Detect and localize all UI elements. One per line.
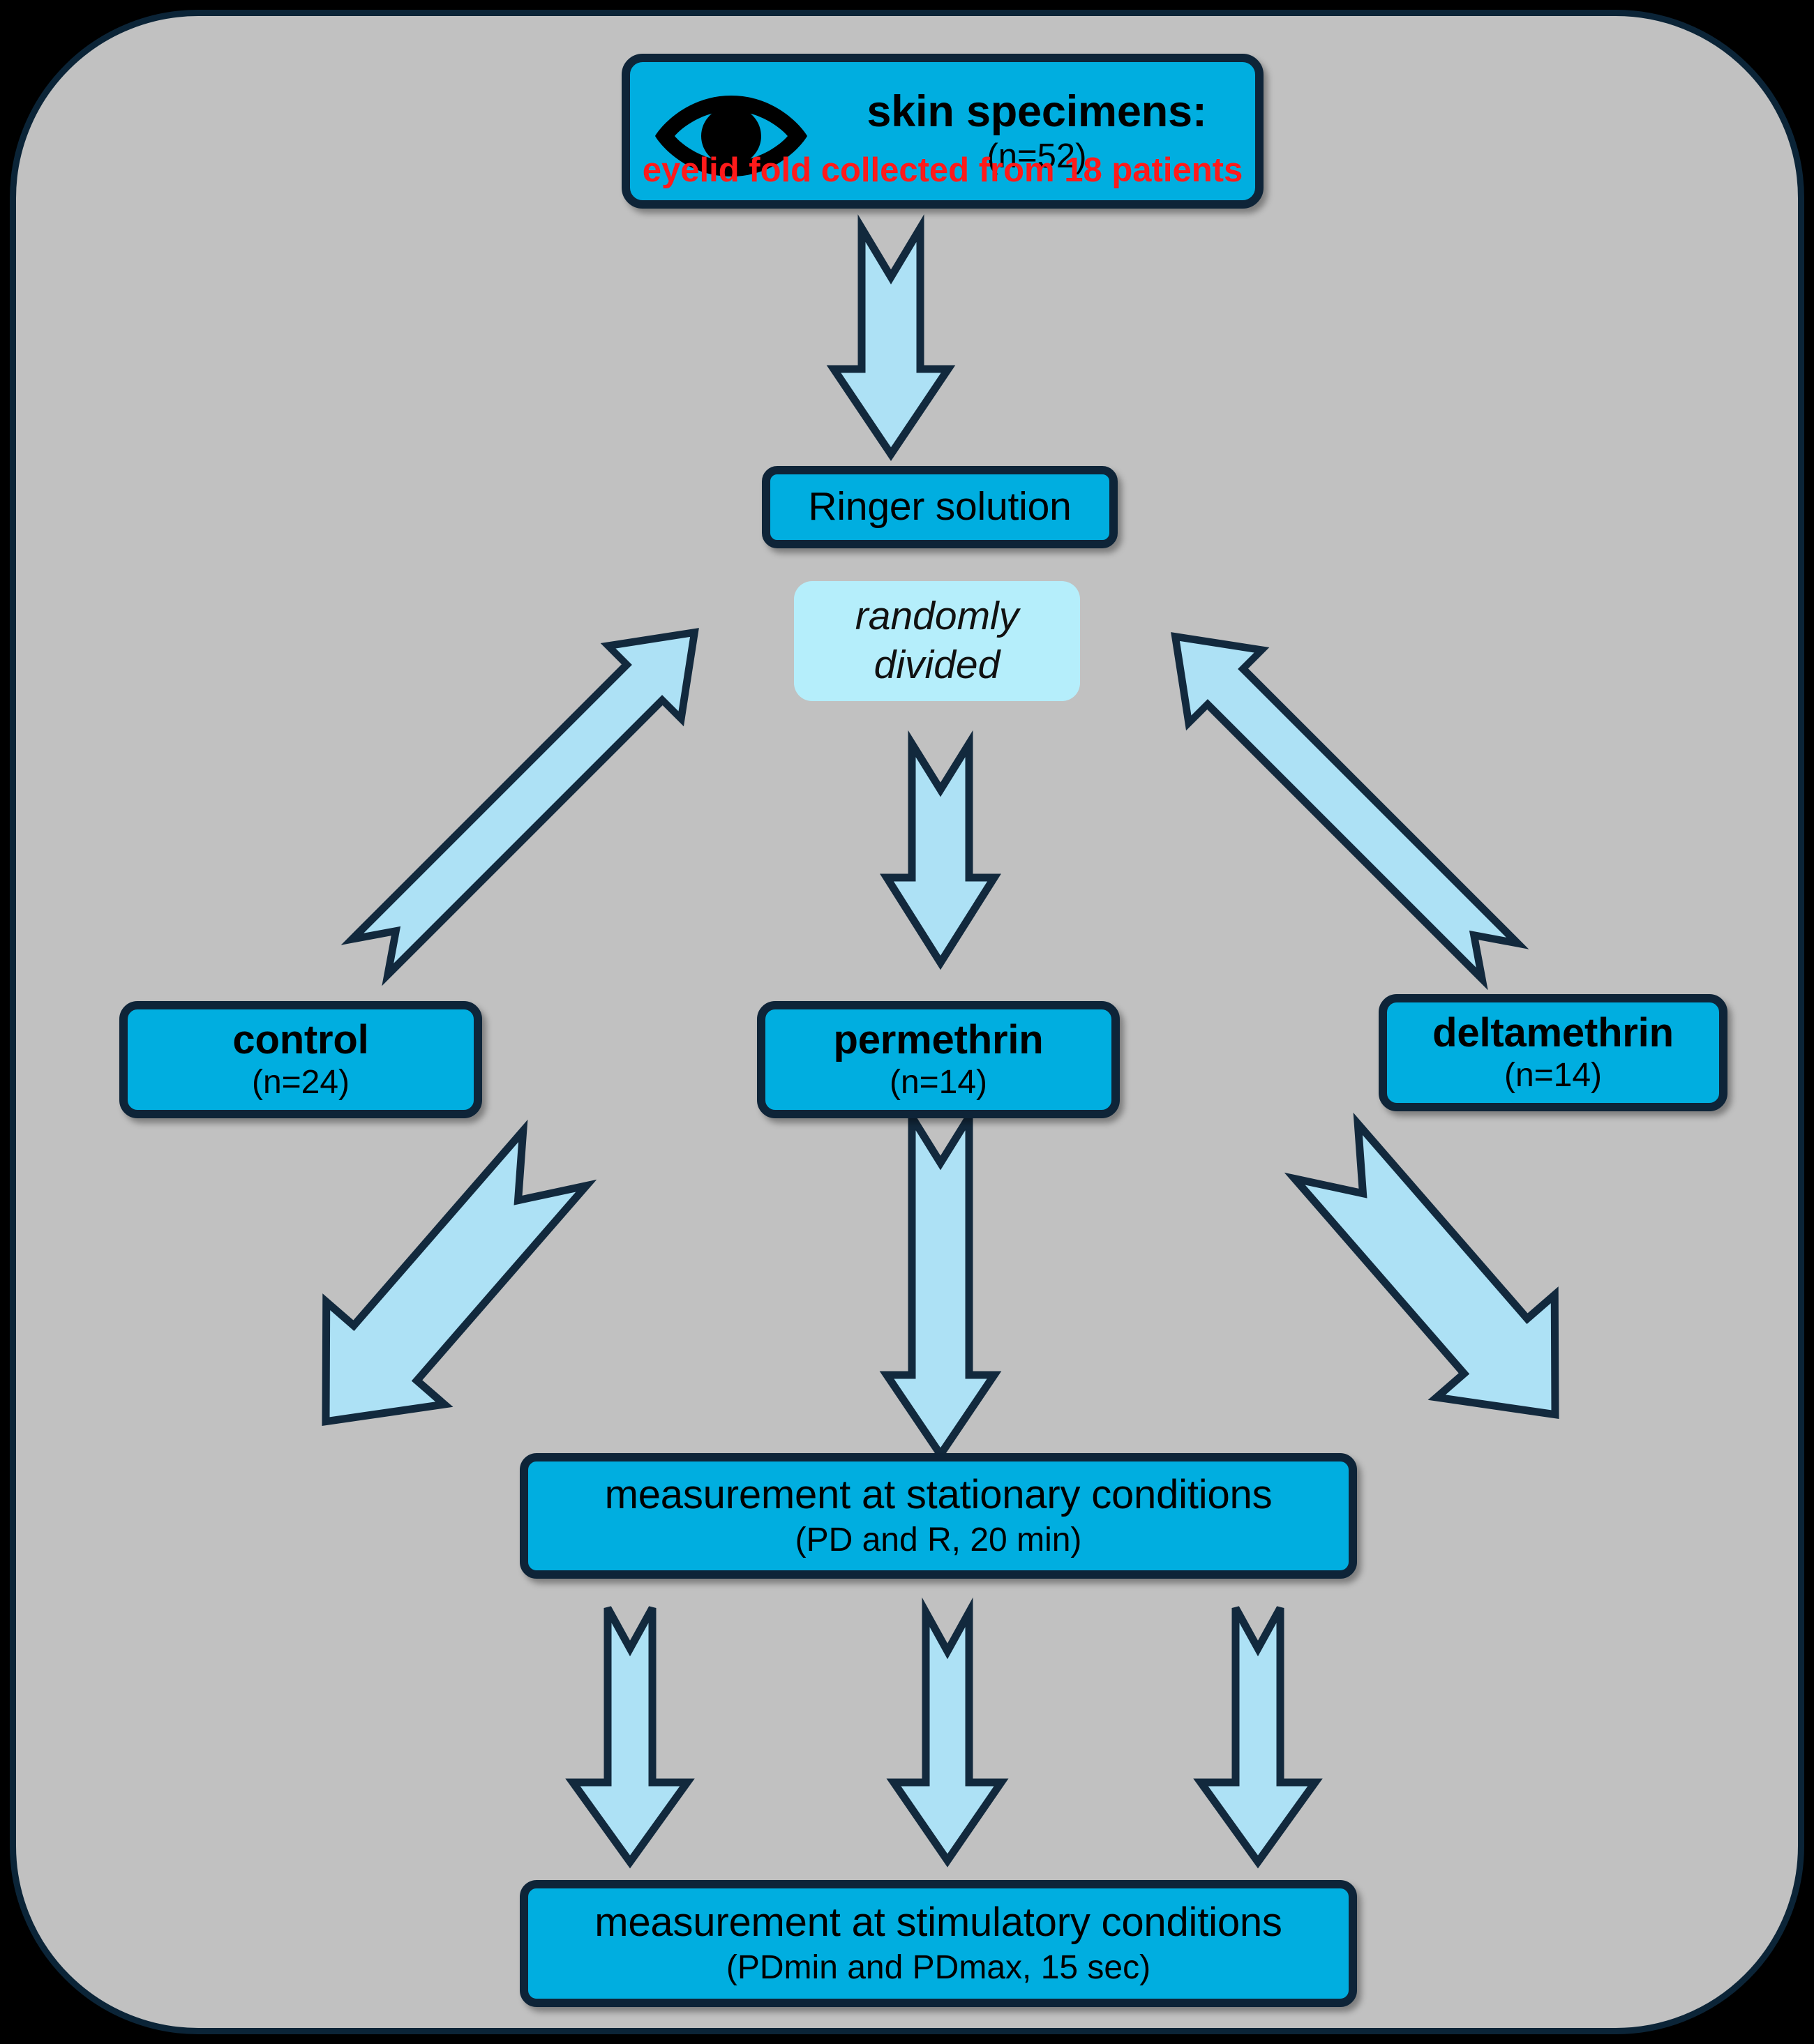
arrow-stationary-to-stimulatory-right	[1193, 1602, 1323, 1869]
node-subtitle: (n=24)	[251, 1064, 350, 1102]
node-title: Ringer solution	[808, 484, 1072, 529]
arrow-ringer-to-deltamethrin	[1096, 564, 1529, 991]
randomly-line-2: divided	[874, 642, 1000, 687]
node-ringer-solution[interactable]: Ringer solution	[762, 466, 1118, 548]
node-subtitle: (n=14)	[1504, 1057, 1603, 1095]
label-randomly-divided: randomly divided	[794, 581, 1080, 701]
arrow-stationary-to-stimulatory-center	[886, 1597, 1009, 1868]
node-subtitle: (PDmin and PDmax, 15 sec)	[726, 1949, 1151, 1987]
node-deltamethrin[interactable]: deltamethrin (n=14)	[1379, 994, 1727, 1111]
node-title: measurement at stationary conditions	[604, 1471, 1273, 1517]
node-subtitle: (PD and R, 20 min)	[795, 1521, 1082, 1559]
node-title: permethrin	[833, 1016, 1044, 1062]
node-skin-specimens[interactable]: skin specimens: (n=52) eyelid fold colle…	[622, 54, 1264, 209]
eye-icon	[651, 87, 811, 185]
arrow-control-to-stationary	[294, 1119, 597, 1457]
arrow-permethrin-to-stationary	[879, 1103, 1002, 1461]
node-title: deltamethrin	[1432, 1009, 1674, 1055]
node-title: measurement at stimulatory conditions	[594, 1899, 1282, 1945]
arrow-ringer-to-permethrin	[880, 730, 1001, 970]
node-title: skin specimens:	[867, 87, 1207, 136]
node-subtitle: (n=52)	[987, 137, 1087, 175]
node-measurement-stimulatory[interactable]: measurement at stimulatory conditions (P…	[520, 1880, 1357, 2007]
diagram-panel: skin specimens: (n=52) eyelid fold colle…	[10, 10, 1804, 2034]
node-control[interactable]: control (n=24)	[119, 1001, 482, 1118]
arrow-stationary-to-stimulatory-left	[565, 1602, 695, 1869]
arrow-ringer-to-control	[340, 560, 774, 986]
node-note: eyelid fold collected from 18 patients	[642, 151, 1243, 190]
node-measurement-stationary[interactable]: measurement at stationary conditions (PD…	[520, 1453, 1357, 1579]
arrow-deltamethrin-to-stationary	[1284, 1112, 1587, 1450]
node-subtitle: (n=14)	[889, 1064, 988, 1102]
arrow-specimens-to-ringer	[826, 214, 956, 461]
randomly-line-1: randomly	[855, 594, 1019, 639]
node-title: control	[232, 1016, 369, 1062]
node-permethrin[interactable]: permethrin (n=14)	[757, 1001, 1120, 1118]
